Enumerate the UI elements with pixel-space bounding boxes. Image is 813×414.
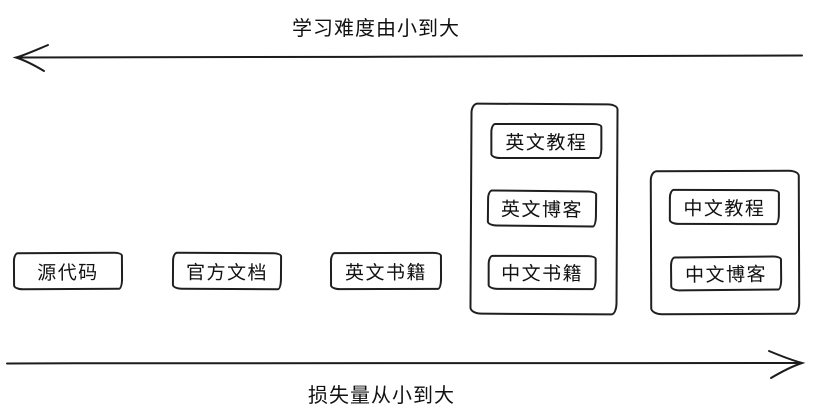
bottom-axis-label: 损失量从小到大 (308, 385, 455, 407)
box-english-tutorials: 英文教程 (490, 122, 603, 160)
top-axis-label: 学习难度由小到大 (292, 18, 460, 40)
group-box-chinese: 中文教程 中文博客 (649, 169, 801, 316)
box-chinese-blogs: 中文博客 (669, 255, 783, 292)
arrow-line (6, 361, 800, 365)
box-official-docs-label: 官方文档 (185, 262, 269, 284)
box-source-code: 源代码 (12, 251, 124, 291)
box-chinese-blogs-label: 中文博客 (685, 264, 768, 287)
box-chinese-books: 中文书籍 (487, 254, 597, 291)
box-english-tutorials-label: 英文教程 (505, 132, 588, 154)
box-english-books-label: 英文书籍 (344, 262, 428, 284)
box-chinese-tutorials: 中文教程 (668, 188, 780, 226)
box-english-blogs: 英文博客 (486, 189, 598, 228)
arrow-head-left-icon (12, 44, 49, 72)
arrow-line (17, 54, 803, 59)
box-english-blogs-label: 英文博客 (500, 199, 584, 222)
box-source-code-label: 源代码 (37, 262, 99, 284)
loss-arrow-right (6, 350, 806, 379)
box-english-books: 英文书籍 (329, 251, 443, 291)
box-official-docs: 官方文档 (171, 251, 283, 291)
group-box-english-chinese: 英文教程 英文博客 中文书籍 (469, 102, 619, 316)
box-chinese-tutorials-label: 中文教程 (683, 198, 766, 220)
arrow-head-right-icon (768, 350, 806, 379)
difficulty-arrow-left (12, 44, 803, 72)
box-chinese-books-label: 中文书籍 (501, 263, 584, 286)
